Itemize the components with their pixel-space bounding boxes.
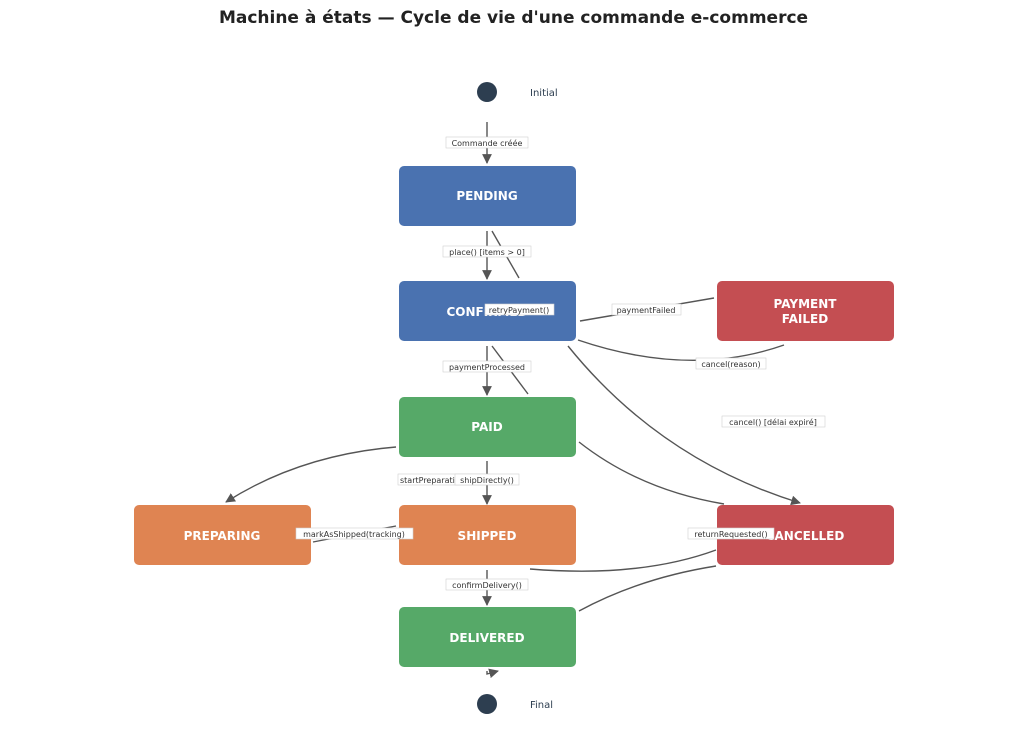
final-state-label: Final [530, 700, 553, 711]
state-shipped-label: SHIPPED [458, 529, 517, 543]
transition-labels: Commande créée place() [items > 0] retry… [295, 136, 826, 591]
state-payment-failed[interactable]: PAYMENT FAILED [717, 281, 894, 341]
svg-text:confirmDelivery(): confirmDelivery() [452, 581, 522, 590]
final-state-dot [477, 694, 497, 714]
edge-shipped-cancelled [529, 549, 717, 572]
svg-text:returnRequested(): returnRequested() [694, 530, 767, 539]
diagram-title: Machine à états — Cycle de vie d'une com… [218, 8, 809, 28]
label-retry-payment: retryPayment() [484, 303, 555, 316]
label-place: place() [items > 0] [442, 245, 532, 258]
svg-text:retryPayment(): retryPayment() [489, 306, 549, 315]
svg-text:cancel(reason): cancel(reason) [701, 360, 760, 369]
state-delivered[interactable]: DELIVERED [399, 607, 576, 667]
edge-paid-preparing [225, 446, 397, 503]
edge-delivered-cancelled [578, 565, 717, 612]
label-ship-directly: shipDirectly() [454, 473, 520, 486]
state-paid-label: PAID [471, 420, 502, 434]
label-created: Commande créée [445, 136, 529, 149]
state-payment-failed-label-line1: PAYMENT [774, 297, 838, 311]
state-shipped[interactable]: SHIPPED [399, 505, 576, 565]
edge-payment-failed-confirmed [577, 339, 785, 362]
state-preparing[interactable]: PREPARING [134, 505, 311, 565]
edge-confirmed-cancelled [567, 345, 801, 506]
state-payment-failed-label-line2: FAILED [782, 312, 828, 326]
label-payment-processed: paymentProcessed [442, 360, 532, 373]
svg-text:markAsShipped(tracking): markAsShipped(tracking) [303, 530, 405, 539]
svg-text:Commande créée: Commande créée [452, 138, 523, 148]
svg-text:paymentProcessed: paymentProcessed [449, 363, 525, 372]
edge-delivered-final [486, 668, 499, 679]
states: PENDING CONFIRMED PAYMENT FAILED PAID PR… [134, 166, 894, 667]
edge-paid-cancelled [578, 441, 725, 505]
label-payment-failed: paymentFailed [611, 303, 682, 316]
state-preparing-label: PREPARING [184, 529, 261, 543]
label-cancel-expired: cancel() [délai expiré] [721, 415, 826, 428]
state-cancelled[interactable]: CANCELLED [717, 505, 894, 565]
label-return-requested: returnRequested() [687, 527, 775, 540]
state-cancelled-label: CANCELLED [766, 529, 845, 543]
svg-text:paymentFailed: paymentFailed [617, 306, 676, 315]
pseudo-states: Initial Final [477, 82, 558, 714]
state-pending-label: PENDING [456, 189, 517, 203]
label-confirm-delivery: confirmDelivery() [445, 578, 529, 591]
svg-text:startPreparation(): startPreparation() [400, 476, 471, 485]
label-cancel-reason: cancel(reason) [695, 357, 767, 370]
label-mark-as-shipped: markAsShipped(tracking) [295, 527, 414, 540]
state-paid[interactable]: PAID [399, 397, 576, 457]
svg-text:place() [items > 0]: place() [items > 0] [449, 248, 525, 257]
svg-text:cancel() [délai expiré]: cancel() [délai expiré] [729, 417, 817, 427]
state-pending[interactable]: PENDING [399, 166, 576, 226]
state-delivered-label: DELIVERED [449, 631, 524, 645]
initial-state-dot [477, 82, 497, 102]
svg-text:shipDirectly(): shipDirectly() [460, 476, 514, 485]
initial-state-label: Initial [530, 88, 558, 99]
